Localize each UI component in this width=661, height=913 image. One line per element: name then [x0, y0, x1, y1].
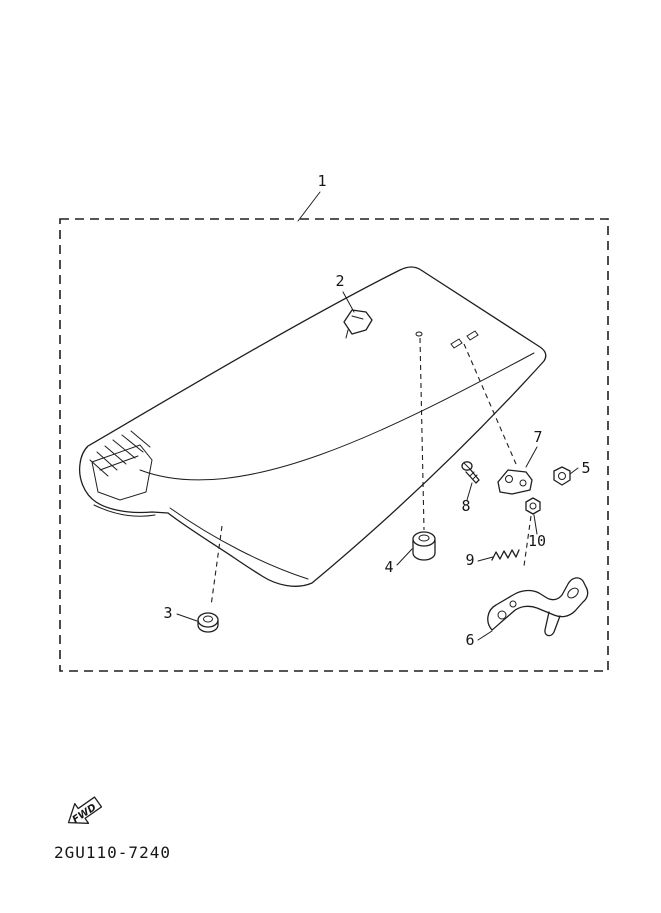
- callout-5: 5: [581, 459, 590, 477]
- seat-body: [78, 266, 547, 587]
- callout-3: 3: [163, 604, 172, 622]
- flange-nut: [553, 466, 571, 486]
- seat-nose-hatching: [89, 430, 151, 477]
- callout-10: 10: [528, 532, 546, 550]
- seat-hinge-slots: [415, 330, 479, 349]
- callout-leader-lines: [176, 191, 579, 641]
- callout-4: 4: [384, 558, 393, 576]
- callout-2: 2: [335, 272, 344, 290]
- rubber-damper: [412, 531, 436, 561]
- callout-8: 8: [461, 497, 470, 515]
- nut: [525, 497, 541, 515]
- seat-latch-lever: [487, 577, 589, 637]
- seat-outline: [78, 266, 547, 587]
- seat-lip-line: [169, 507, 309, 580]
- callout-9: 9: [465, 551, 474, 569]
- spring: [491, 549, 520, 561]
- assembly-dashed-lines: [210, 337, 532, 607]
- callout-numbers: 1 2 3 4 5 6 7 8 9 10: [163, 172, 590, 649]
- seat-nose-under-lip: [93, 504, 156, 517]
- seat-nose-step: [99, 455, 139, 471]
- fwd-label: FWD: [71, 802, 99, 826]
- fwd-arrow: FWD: [67, 796, 103, 826]
- callout-1: 1: [317, 172, 326, 190]
- screw: [461, 461, 480, 484]
- front-grommet: [197, 612, 219, 633]
- seat-nose-plate: [91, 444, 153, 501]
- drawing-number: 2GU110-7240: [54, 843, 171, 862]
- fwd-arrow-icon: [67, 796, 103, 824]
- seat-seam-line: [139, 352, 535, 481]
- hinge-bracket: [497, 469, 533, 495]
- seat-hook-bracket: [343, 309, 373, 339]
- callout-7: 7: [533, 428, 542, 446]
- callout-6: 6: [465, 631, 474, 649]
- assembly-dashed-frame: [59, 218, 609, 672]
